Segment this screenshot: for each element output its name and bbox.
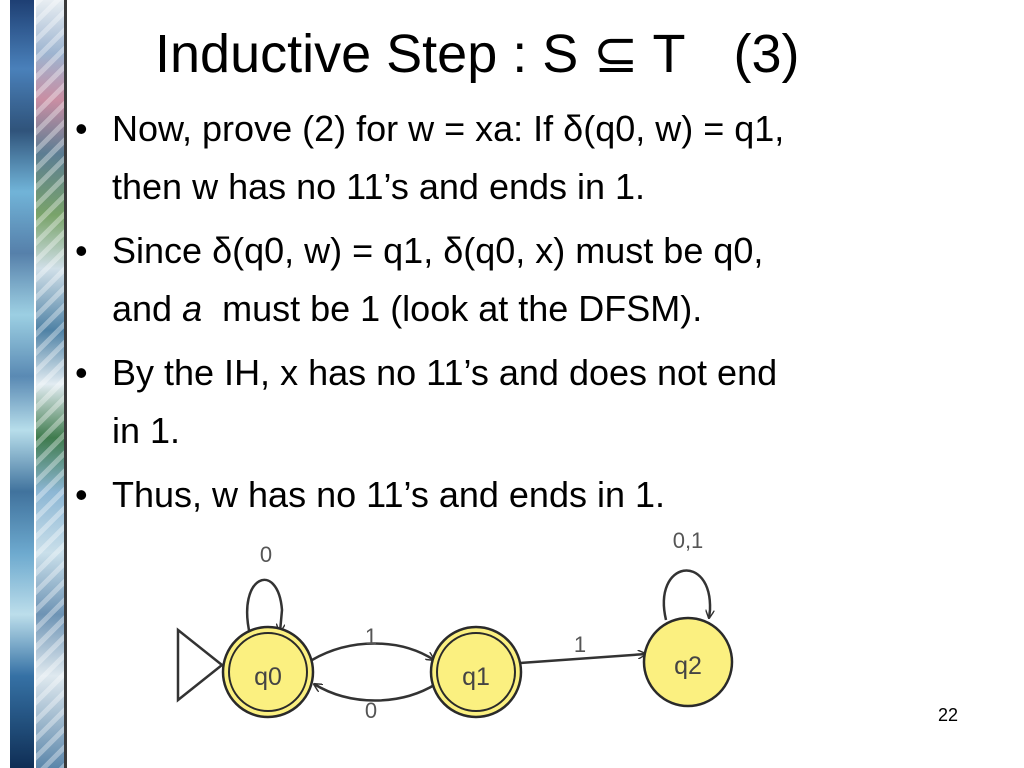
edge-q0-q1 bbox=[311, 642, 434, 661]
state-q0: q0 bbox=[221, 625, 315, 719]
decorative-strip-right bbox=[36, 0, 66, 768]
edge-q1-q0 bbox=[314, 684, 437, 702]
title-number: (3) bbox=[733, 24, 800, 84]
bullet-dot: • bbox=[75, 230, 88, 271]
delta-symbol: δ bbox=[212, 230, 233, 271]
bullet-item: • Since δ(q0, w) = q1, δ(q0, x) must be … bbox=[75, 222, 990, 338]
bullet-item: • Now, prove (2) for w = xa: If δ(q0, w)… bbox=[75, 100, 990, 216]
decorative-strip-edge bbox=[64, 0, 67, 768]
bullet-line: Now, prove (2) for w = xa: If δ(q0, w) =… bbox=[112, 100, 990, 158]
page-number: 22 bbox=[938, 705, 959, 725]
edge-label-q2-q2: 0,1 bbox=[673, 528, 704, 553]
state-label-q2: q2 bbox=[674, 652, 702, 680]
title-text-t: T bbox=[638, 24, 686, 84]
bullet-item: • By the IH, x has no 11’s and does not … bbox=[75, 344, 990, 460]
state-q2: q2 bbox=[642, 616, 734, 708]
state-label-q1: q1 bbox=[462, 663, 490, 691]
delta-symbol: δ bbox=[443, 230, 464, 271]
edge-q1-q2 bbox=[519, 654, 646, 665]
text-span: (q0, w) = q1, bbox=[232, 230, 444, 271]
bullet-line: in 1. bbox=[112, 402, 990, 460]
text-span: must be 1 (look at the DFSM). bbox=[202, 288, 703, 329]
text-span: in 1. bbox=[112, 410, 181, 451]
state-label-q0: q0 bbox=[254, 663, 282, 691]
delta-symbol: δ bbox=[563, 108, 584, 149]
bullet-list: • Now, prove (2) for w = xa: If δ(q0, w)… bbox=[75, 100, 990, 530]
subset-symbol: ⊆ bbox=[593, 24, 639, 84]
bullet-dot: • bbox=[75, 108, 88, 149]
text-span: then w has no 11’s and ends in 1. bbox=[112, 166, 646, 207]
state-q1: q1 bbox=[429, 625, 523, 719]
text-span: (q0, w) = q1, bbox=[583, 108, 785, 149]
bullet-line: then w has no 11’s and ends in 1. bbox=[112, 158, 990, 216]
edge-label-q1-q2: 1 bbox=[574, 632, 586, 657]
text-span: and bbox=[112, 288, 183, 329]
edge-label-q0-q1: 1 bbox=[365, 624, 377, 649]
bullet-dot: • bbox=[75, 352, 88, 393]
text-span: Since bbox=[112, 230, 213, 271]
title-text: Inductive Step : S bbox=[155, 24, 594, 84]
edge-label-q1-q0: 0 bbox=[365, 698, 377, 723]
decorative-strip-left bbox=[10, 0, 34, 768]
edge-q2-q2 bbox=[662, 569, 710, 621]
text-span: By the IH, x has no 11’s and does not en… bbox=[112, 352, 778, 393]
text-span: (q0, x) must be q0, bbox=[463, 230, 764, 271]
bullet-item: • Thus, w has no 11’s and ends in 1. bbox=[75, 466, 990, 524]
bullet-line: Since δ(q0, w) = q1, δ(q0, x) must be q0… bbox=[112, 222, 990, 280]
slide-title: Inductive Step : S ⊆ T (3) bbox=[155, 18, 915, 90]
bullet-dot: • bbox=[75, 474, 88, 515]
text-span: Thus, w has no 11’s and ends in 1. bbox=[112, 474, 666, 515]
edge-label-q0-q0: 0 bbox=[260, 542, 272, 567]
bullet-line: and a must be 1 (look at the DFSM). bbox=[112, 280, 990, 338]
edge-q0-q0 bbox=[245, 578, 282, 636]
bullet-line: Thus, w has no 11’s and ends in 1. bbox=[112, 466, 990, 524]
start-state-arrow bbox=[176, 627, 225, 703]
bullet-line: By the IH, x has no 11’s and does not en… bbox=[112, 344, 990, 402]
text-span: Now, prove (2) for w = xa: If bbox=[112, 108, 564, 149]
italic-variable: a bbox=[182, 288, 203, 329]
